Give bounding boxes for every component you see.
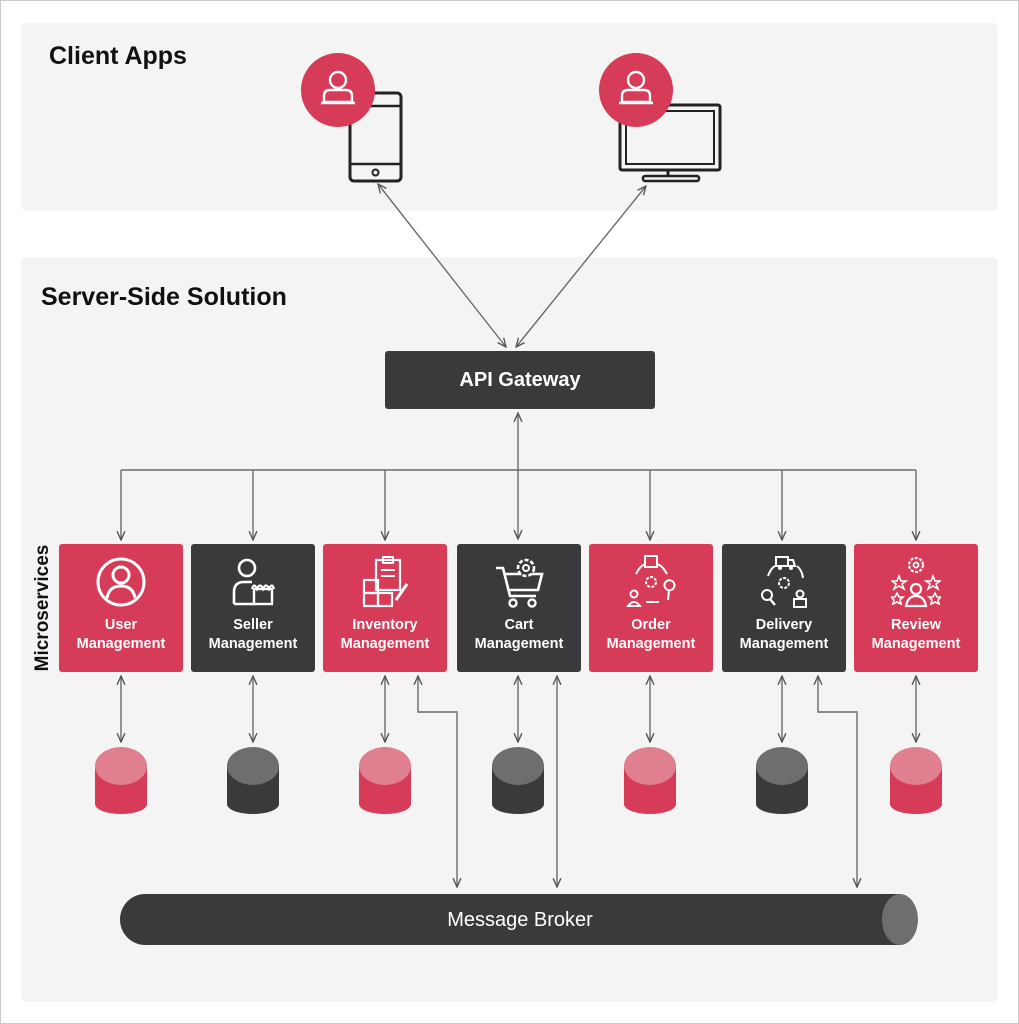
database-delivery [756,747,808,814]
seller-icon [232,558,276,606]
smartphone-icon [348,91,403,183]
service-order-line1: Order [631,617,671,633]
client-apps-title: Client Apps [49,42,187,70]
delivery-cycle-icon [761,556,807,608]
database-order [624,747,676,814]
service-cart-line1: Cart [504,617,534,633]
user-icon [619,70,653,105]
message-broker-cylinder [119,894,918,946]
server-side-title: Server-Side Solution [41,283,287,311]
order-cycle-icon [626,555,676,607]
monitor-user-avatar [599,53,673,127]
monitor-gateway-arrow [516,186,646,347]
inventory-broker-arrow [418,676,457,887]
review-stars-icon [891,556,941,608]
database-user [95,747,147,814]
service-delivery-management[interactable]: Delivery Management [722,544,846,672]
api-gateway[interactable]: API Gateway [385,351,655,409]
service-seller-management[interactable]: Seller Management [191,544,315,672]
service-seller-line1: Seller [233,617,273,633]
service-review-line2: Management [871,636,961,652]
service-user-management[interactable]: User Management [59,544,183,672]
service-seller-line2: Management [208,636,298,652]
user-icon [321,70,355,105]
service-inventory-line2: Management [340,636,430,652]
service-review-management[interactable]: Review Management [854,544,978,672]
microservices-label: Microservices [32,544,53,672]
cart-gear-icon [496,558,544,608]
database-inventory [359,747,411,814]
service-delivery-line1: Delivery [755,617,813,633]
user-circle-icon [96,557,146,607]
service-inventory-line1: Inventory [352,617,418,633]
phone-gateway-arrow [378,184,506,347]
service-review-line1: Review [891,617,941,633]
monitor-icon [618,103,722,183]
message-broker-label: Message Broker [447,909,593,931]
service-order-management[interactable]: Order Management [589,544,713,672]
database-seller [227,747,279,814]
service-inventory-management[interactable]: Inventory Management [323,544,447,672]
database-cart [492,747,544,814]
delivery-broker-arrow [818,676,857,887]
inventory-icon [362,556,409,608]
client-apps-panel [21,23,998,211]
service-user-line1: User [104,617,138,633]
api-gateway-label: API Gateway [459,368,581,391]
service-cart-management[interactable]: Cart Management [457,544,581,672]
phone-user-avatar [301,53,375,127]
database-review [890,747,942,814]
service-delivery-line2: Management [739,636,829,652]
service-user-line2: Management [76,636,166,652]
service-cart-line2: Management [474,636,564,652]
service-order-line2: Management [606,636,696,652]
